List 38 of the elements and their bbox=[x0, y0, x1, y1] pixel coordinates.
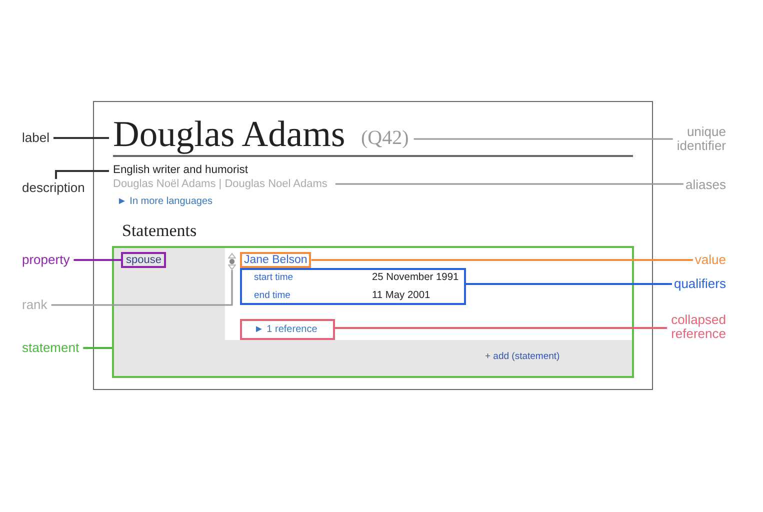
leader-line bbox=[53, 137, 109, 139]
annotation-label: collapsed reference bbox=[671, 313, 726, 341]
item-identifier: (Q42) bbox=[361, 127, 409, 149]
leader-line bbox=[466, 283, 672, 285]
annotation-label: qualifiers bbox=[674, 276, 726, 291]
aliases-text: Douglas Noël Adams | Douglas Noel Adams bbox=[113, 178, 328, 191]
add-link: + add (statement) bbox=[485, 351, 560, 362]
section-heading: Statements bbox=[122, 221, 197, 241]
page-panel bbox=[93, 101, 653, 390]
leader-line bbox=[74, 259, 121, 261]
leader-line bbox=[83, 347, 112, 349]
leader-line bbox=[414, 138, 673, 140]
qualifier-property: end time bbox=[254, 290, 290, 301]
annotation-label: rank bbox=[22, 297, 48, 312]
annotation-label: description bbox=[22, 180, 85, 195]
annotation-label: aliases bbox=[686, 177, 726, 192]
qualifier-value: 25 November 1991 bbox=[372, 272, 459, 284]
leader-line bbox=[335, 327, 668, 329]
references-toggle: ► 1 reference bbox=[240, 319, 335, 340]
leader-line bbox=[335, 183, 684, 185]
annotation-label: property bbox=[22, 252, 70, 267]
annotation-label: statement bbox=[22, 340, 80, 355]
annotation-label: value bbox=[694, 252, 726, 267]
annotation-label: label bbox=[22, 130, 50, 145]
value-link: Jane Belson bbox=[240, 252, 312, 268]
property-name: spouse bbox=[121, 252, 166, 268]
qualifier-property: start time bbox=[254, 272, 294, 283]
language-link: ► In more languages bbox=[117, 196, 213, 208]
leader-line bbox=[55, 170, 109, 179]
statement-box bbox=[112, 246, 634, 378]
annotation-label: unique identifier bbox=[676, 125, 726, 153]
leader-line bbox=[311, 259, 693, 261]
rank-arrows-icon bbox=[228, 253, 236, 270]
leader-line bbox=[51, 270, 233, 306]
qualifier-value: 11 May 2001 bbox=[372, 290, 430, 302]
qualifier-group bbox=[240, 268, 466, 305]
item-title: Douglas Adams bbox=[113, 114, 346, 154]
description-text: English writer and humorist bbox=[113, 164, 248, 177]
